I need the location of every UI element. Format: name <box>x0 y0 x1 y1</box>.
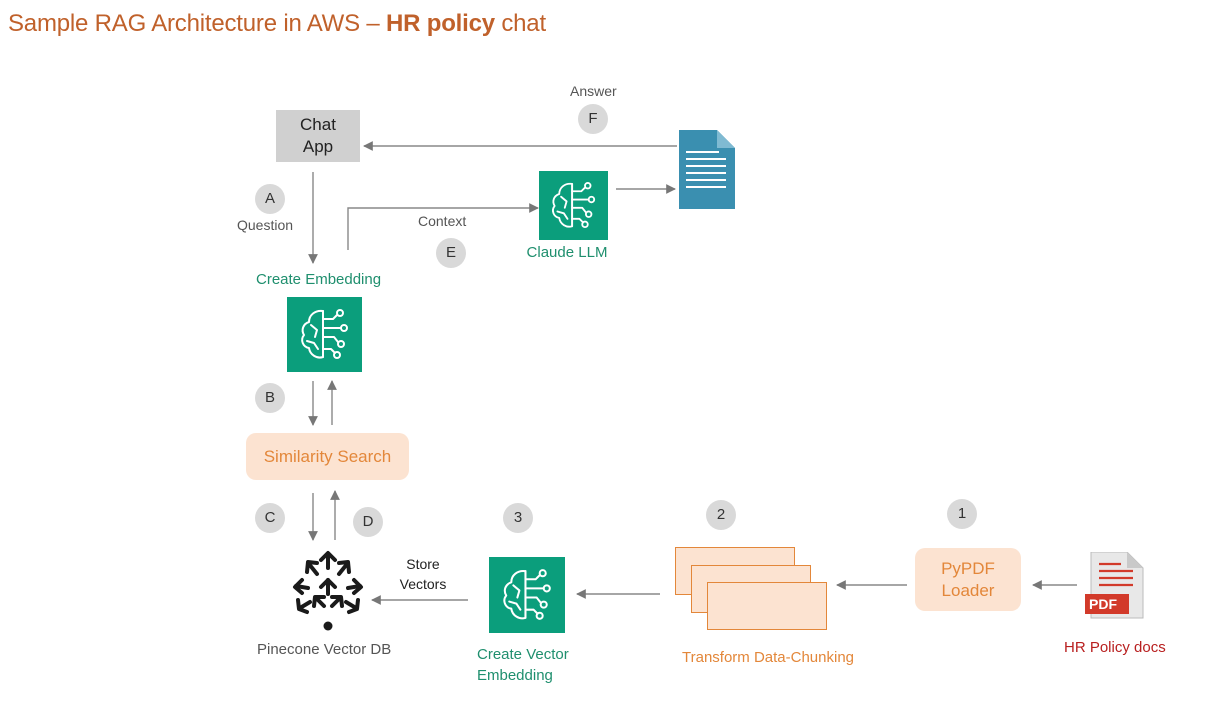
create-embedding-icon <box>287 297 362 372</box>
label-answer: Answer <box>570 83 617 99</box>
step-badge-2: 2 <box>706 500 736 530</box>
pinecone-logo-icon <box>293 551 363 631</box>
step-badge-a: A <box>255 184 285 214</box>
label-hr-policy-docs: HR Policy docs <box>1064 639 1166 656</box>
pypdf-loader-line2: Loader <box>941 580 995 600</box>
step-badge-3: 3 <box>503 503 533 533</box>
brain-circuit-icon <box>552 182 596 229</box>
label-transform-data-chunking: Transform Data-Chunking <box>682 649 855 666</box>
create-vector-embedding-icon <box>489 557 565 633</box>
step-badge-e: E <box>436 238 466 268</box>
step-badge-b: B <box>255 383 285 413</box>
label-question: Question <box>237 217 294 233</box>
pypdf-loader-line1: PyPDF <box>941 558 995 578</box>
pdf-file-icon: PDF <box>1083 552 1145 622</box>
label-create-vector-embedding: Create Vector Embedding <box>477 644 569 686</box>
document-icon <box>679 130 735 209</box>
label-create-embedding: Create Embedding <box>256 271 382 288</box>
label-claude-llm: Claude LLM <box>526 244 608 261</box>
chunk-page-3 <box>707 582 827 630</box>
step-badge-f: F <box>578 104 608 134</box>
similarity-search-box: Similarity Search <box>246 433 409 480</box>
label-pinecone-vector-db: Pinecone Vector DB <box>257 641 392 658</box>
chat-app-box: Chat App <box>276 110 360 162</box>
title-prefix: Sample RAG Architecture in AWS – <box>8 10 386 37</box>
page-title: Sample RAG Architecture in AWS – HR poli… <box>8 10 546 38</box>
create-vector-embedding-line2: Embedding <box>477 667 553 684</box>
brain-circuit-icon <box>301 309 348 359</box>
similarity-search-label: Similarity Search <box>263 446 392 466</box>
claude-llm-icon <box>539 171 608 240</box>
label-store-vectors: Store Vectors <box>400 554 447 594</box>
label-context: Context <box>418 213 467 229</box>
pdf-badge-text: PDF <box>1089 596 1117 612</box>
brain-circuit-icon <box>503 569 551 620</box>
step-badge-c: C <box>255 503 285 533</box>
pypdf-loader-box: PyPDF Loader <box>915 548 1021 611</box>
create-vector-embedding-line1: Create Vector <box>477 646 569 663</box>
arrow-context <box>347 203 539 250</box>
chat-app-line1: Chat <box>300 115 336 134</box>
title-bold: HR policy <box>386 10 495 37</box>
step-badge-1: 1 <box>947 499 977 529</box>
store-vectors-line1: Store <box>406 556 440 572</box>
chat-app-line2: App <box>302 137 334 156</box>
title-suffix: chat <box>494 10 546 37</box>
store-vectors-line2: Vectors <box>399 576 447 592</box>
step-badge-d: D <box>353 507 383 537</box>
